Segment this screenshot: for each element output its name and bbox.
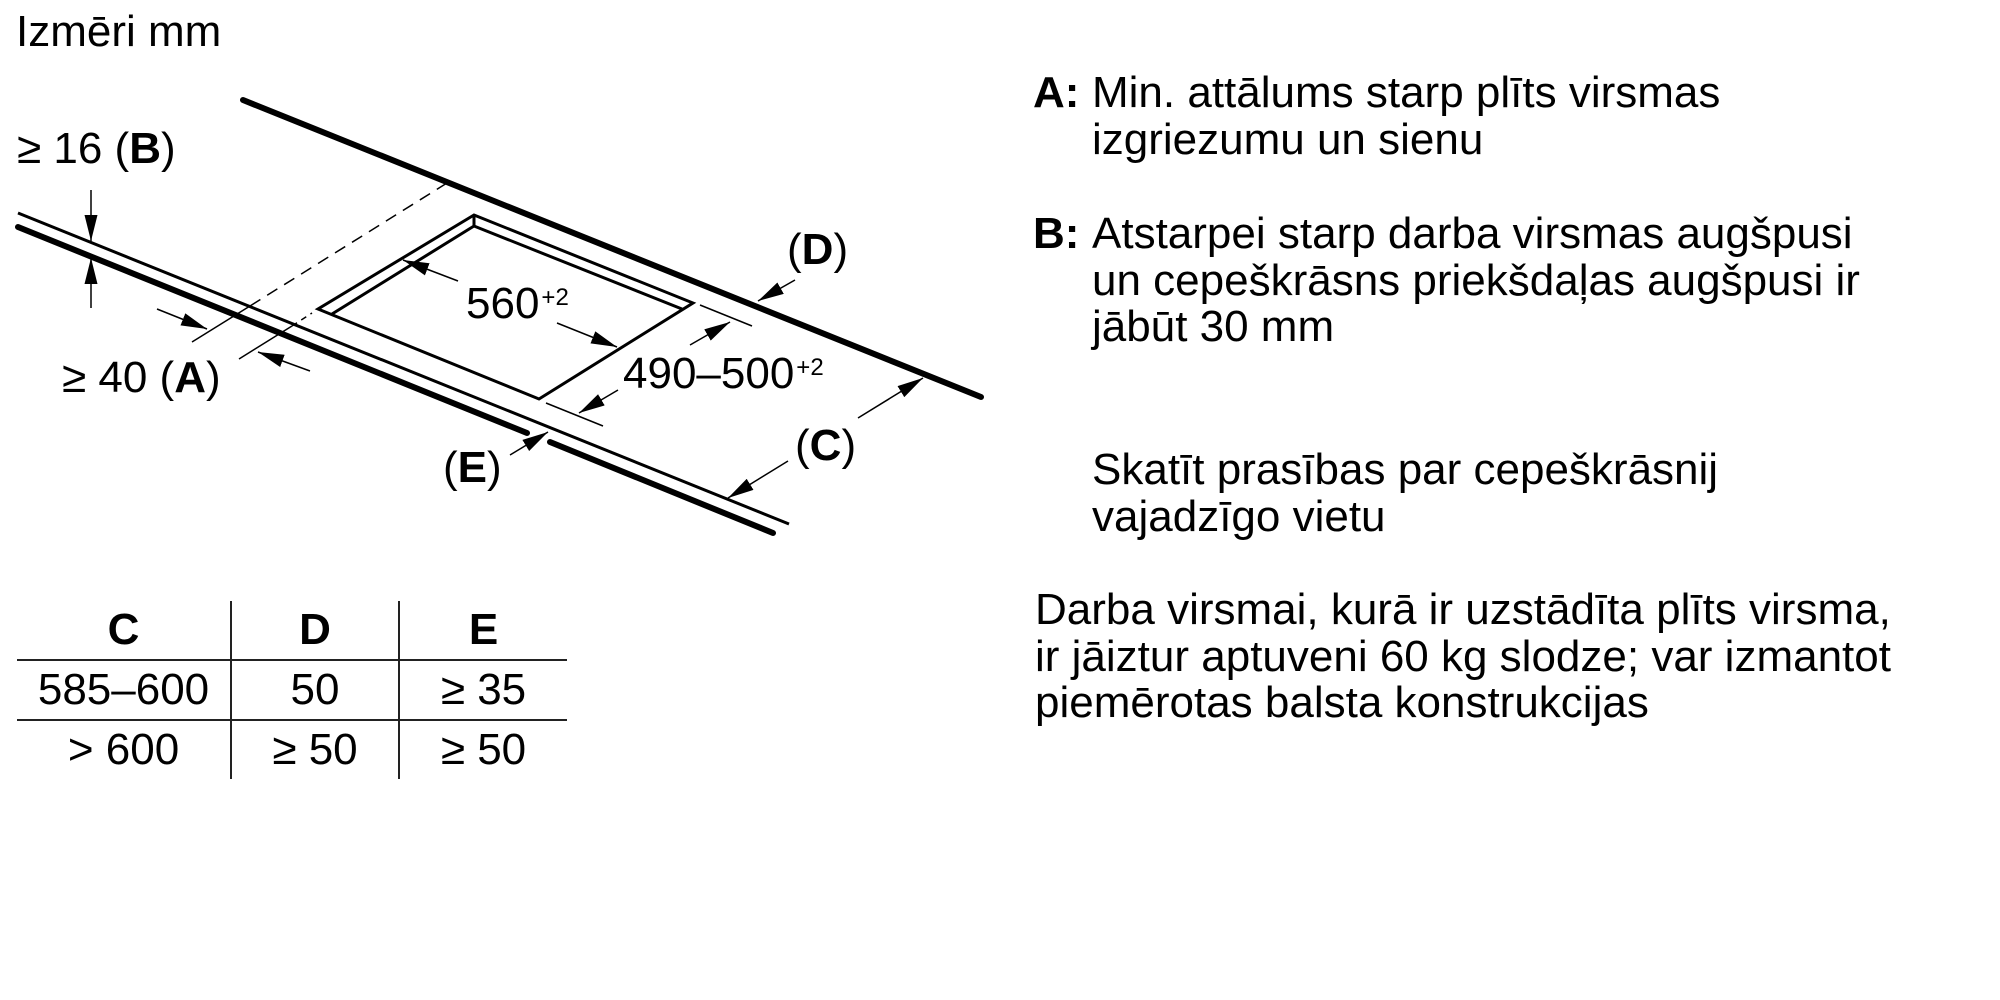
label-B-dimension: ≥ 16 (B) bbox=[17, 127, 176, 171]
table-cell: ≥ 50 bbox=[440, 725, 527, 774]
cutout-dimension-drawing bbox=[15, 97, 984, 536]
A-extension-right-dashed bbox=[291, 312, 313, 327]
label-D-prefix: ( bbox=[787, 225, 802, 274]
depth-extension-top bbox=[699, 304, 753, 327]
label-D-key: D bbox=[801, 225, 834, 274]
note-B: B: Atstarpei starp darba virsmas augšpus… bbox=[1033, 209, 1993, 361]
label-C-key: C bbox=[809, 421, 842, 470]
note-load-line: piemērotas balsta konstrukcijas bbox=[1035, 678, 1649, 727]
wall-projection-dashed bbox=[249, 182, 448, 307]
table-cell: 585–600 bbox=[17, 660, 232, 721]
dimension-table: C D E 585–600 50 ≥ 35 > 600 ≥ 50 ≥ 50 bbox=[17, 601, 567, 779]
table-cell: > 600 bbox=[17, 720, 232, 779]
table-header-D: D bbox=[231, 601, 400, 661]
label-cutout-depth: 490–500+2 bbox=[623, 352, 824, 396]
D-arrow bbox=[757, 279, 796, 302]
note-A-text: Min. attālums starp plīts virsmas izgrie… bbox=[1092, 68, 1992, 164]
back-wall-edge bbox=[240, 97, 984, 400]
label-A-prefix: ≥ 40 ( bbox=[62, 353, 175, 402]
width-arrow-left bbox=[402, 259, 459, 282]
label-A-key: A bbox=[174, 353, 206, 402]
cutout-depth-value: 490–500 bbox=[623, 349, 795, 398]
label-D: (D) bbox=[787, 228, 848, 272]
depth-arrow-bottom bbox=[578, 389, 619, 414]
E-arrow bbox=[509, 431, 549, 456]
note-B-key: B: bbox=[1033, 209, 1080, 258]
table-header-E: E bbox=[399, 601, 567, 661]
table-row: > 600 ≥ 50 ≥ 50 bbox=[17, 720, 567, 779]
label-E-suffix: ) bbox=[487, 443, 502, 492]
table-cell: ≥ 35 bbox=[399, 660, 567, 721]
note-A-line: Min. attālums starp plīts virsmas bbox=[1092, 68, 1721, 117]
C-arrow-down bbox=[727, 460, 789, 499]
A-extension-right bbox=[238, 325, 293, 360]
note-oven-space-text: Skatīt prasības par cepeškrāsnij vajadzī… bbox=[1092, 445, 1992, 541]
depth-arrow-top bbox=[689, 321, 731, 346]
label-B-key: B bbox=[129, 124, 161, 173]
note-A-line: izgriezumu un sienu bbox=[1092, 114, 1484, 164]
note-B-line: jābūt 30 mm bbox=[1092, 302, 1335, 351]
C-arrow-up bbox=[857, 377, 924, 419]
worktop-front-edge-thick-b bbox=[547, 439, 776, 536]
note-B-line: un cepeškrāsns priekšdaļas augšpusi ir bbox=[1092, 255, 1860, 305]
A-arrow-left bbox=[156, 308, 208, 330]
table-header-row: C D E bbox=[17, 601, 567, 661]
note-load: Darba virsmai, kurā ir uzstādīta plīts v… bbox=[1035, 585, 1995, 737]
note-A: A: Min. attālums starp plīts virsmas izg… bbox=[1033, 68, 1993, 170]
page-title: Izmēri mm bbox=[16, 7, 222, 56]
label-cutout-width: 560+2 bbox=[466, 282, 569, 326]
note-B-text: Atstarpei starp darba virsmas augšpusi u… bbox=[1092, 209, 1992, 351]
label-E-prefix: ( bbox=[443, 443, 458, 492]
cutout-width-tolerance: +2 bbox=[541, 284, 569, 311]
label-A-dimension: ≥ 40 (A) bbox=[62, 356, 221, 400]
note-A-key: A: bbox=[1033, 68, 1080, 117]
note-load-text: Darba virsmai, kurā ir uzstādīta plīts v… bbox=[1035, 585, 1935, 727]
label-C-prefix: ( bbox=[795, 421, 810, 470]
table-header-C: C bbox=[17, 601, 232, 661]
table-cell: 50 bbox=[231, 660, 400, 721]
depth-extension-bottom bbox=[545, 402, 604, 427]
worktop-front-edge-thick-a bbox=[15, 224, 530, 436]
label-E-key: E bbox=[457, 443, 488, 492]
label-A-suffix: ) bbox=[205, 353, 221, 402]
note-B-line: Atstarpei starp darba virsmas augšpusi bbox=[1092, 209, 1853, 258]
A-arrow-right bbox=[257, 351, 311, 372]
width-arrow-right bbox=[556, 322, 618, 348]
A-extension-left bbox=[191, 305, 251, 343]
label-C: (C) bbox=[795, 424, 856, 468]
cutout-outer bbox=[314, 213, 697, 401]
label-C-suffix: ) bbox=[841, 421, 857, 470]
note-load-line: Darba virsmai, kurā ir uzstādīta plīts v… bbox=[1035, 585, 1891, 634]
label-B-suffix: ) bbox=[160, 124, 176, 173]
table-cell: ≥ 50 bbox=[231, 720, 400, 779]
label-D-suffix: ) bbox=[833, 225, 849, 274]
cutout-width-value: 560 bbox=[466, 279, 540, 328]
note-oven-space-line: vajadzīgo vietu bbox=[1092, 491, 1386, 541]
cutout-depth-tolerance: +2 bbox=[796, 354, 824, 381]
worktop-front-edge-thin bbox=[17, 211, 790, 526]
table-row: 585–600 50 ≥ 35 bbox=[17, 660, 567, 721]
label-E: (E) bbox=[443, 446, 502, 490]
note-oven-space-line: Skatīt prasības par cepeškrāsnij bbox=[1092, 445, 1719, 494]
label-B-prefix: ≥ 16 ( bbox=[17, 124, 130, 173]
note-load-line: ir jāiztur aptuveni 60 kg slodze; var iz… bbox=[1035, 631, 1891, 681]
note-oven-space: Skatīt prasības par cepeškrāsnij vajadzī… bbox=[1033, 445, 1993, 547]
